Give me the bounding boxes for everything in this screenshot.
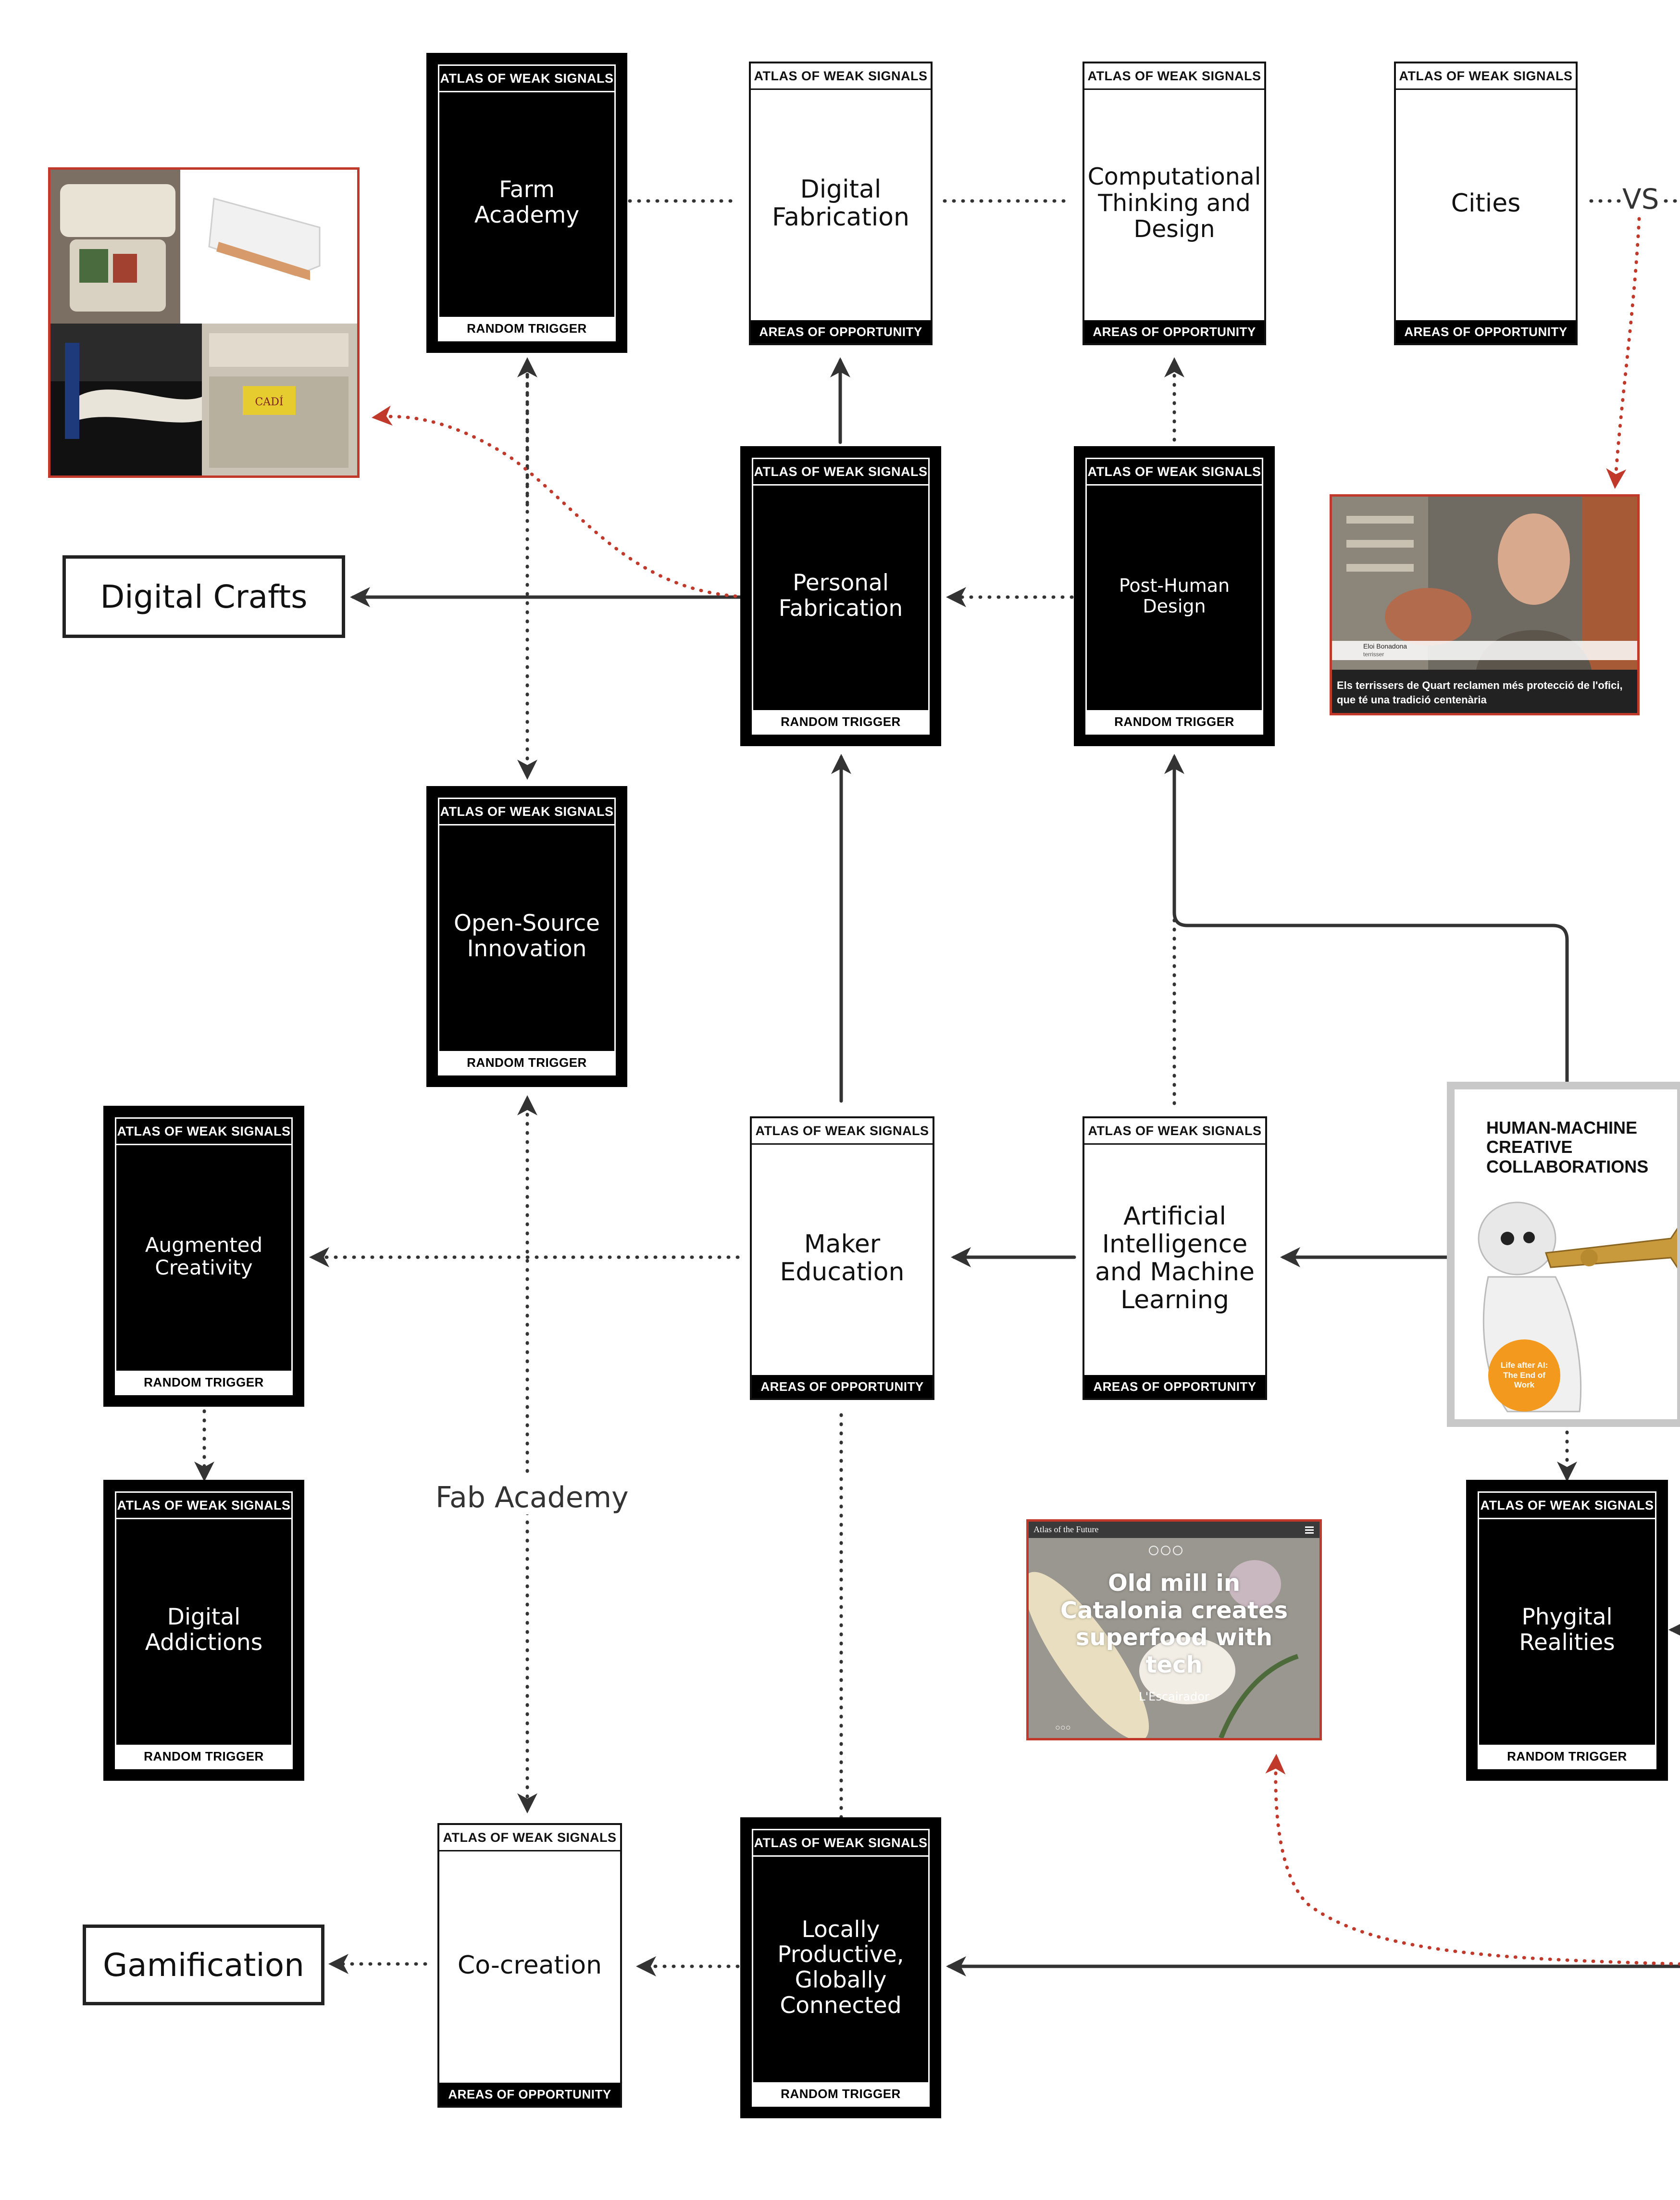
card-header: ATLAS OF WEAK SIGNALS — [439, 66, 614, 92]
news-frame: Eloi Bonadona terrisser — [1332, 497, 1637, 713]
card-title: Locally Productive, Globally Connected — [777, 1916, 904, 2019]
image-article-old-mill: Atlas of the Future Old mill in Cataloni… — [1026, 1519, 1322, 1740]
card-footer: RANDOM TRIGGER — [753, 710, 928, 733]
card-title: Phygital Realities — [1519, 1604, 1615, 1656]
card-title: Post-Human Design — [1119, 575, 1230, 617]
card-footer: RANDOM TRIGGER — [439, 317, 614, 340]
link-right-article — [1265, 1754, 1680, 1966]
card-footer: AREAS OF OPPORTUNITY — [1084, 1375, 1265, 1398]
box-gamification[interactable]: Gamification — [83, 1925, 324, 2005]
card-footer: RANDOM TRIGGER — [116, 1745, 291, 1768]
link-hm-posthuman — [1164, 754, 1569, 1084]
card-header: ATLAS OF WEAK SIGNALS — [1087, 459, 1262, 486]
card-personal-fabrication[interactable]: ATLAS OF WEAK SIGNALS Personal Fabricati… — [740, 446, 941, 746]
card-header: ATLAS OF WEAK SIGNALS — [753, 1830, 928, 1857]
card-footer: RANDOM TRIGGER — [753, 2082, 928, 2105]
card-header: ATLAS OF WEAK SIGNALS — [752, 1118, 933, 1145]
card-header: ATLAS OF WEAK SIGNALS — [439, 1825, 620, 1851]
card-header: ATLAS OF WEAK SIGNALS — [116, 1119, 291, 1145]
card-footer: AREAS OF OPPORTUNITY — [752, 1375, 933, 1398]
card-computational-thinking[interactable]: ATLAS OF WEAK SIGNALS Computational Thin… — [1083, 62, 1266, 345]
article-subtitle: L'Escairador — [1139, 1690, 1209, 1703]
fridge-illustration: CADÍ — [50, 170, 357, 475]
card-title: Computational Thinking and Design — [1087, 162, 1261, 243]
card-human-machine[interactable]: HUMAN-MACHINE CREATIVE COLLABORATIONS Li… — [1447, 1082, 1680, 1427]
card-open-source-innovation[interactable]: ATLAS OF WEAK SIGNALS Open-Source Innova… — [426, 786, 627, 1087]
card-ai-ml[interactable]: ATLAS OF WEAK SIGNALS Artificial Intelli… — [1083, 1116, 1267, 1400]
card-title: Open-Source Innovation — [454, 910, 600, 962]
card-footer: RANDOM TRIGGER — [116, 1371, 291, 1394]
card-augmented-creativity[interactable]: ATLAS OF WEAK SIGNALS Augmented Creativi… — [103, 1106, 304, 1407]
card-title: Digital Addictions — [145, 1604, 263, 1656]
card-title: Augmented Creativity — [145, 1233, 263, 1279]
card-title: Co-creation — [457, 1950, 602, 1980]
hm-title: HUMAN-MACHINE CREATIVE COLLABORATIONS — [1486, 1118, 1649, 1176]
fridge-brand-label: CADÍ — [255, 395, 283, 408]
card-title: Cities — [1451, 188, 1521, 218]
card-header: ATLAS OF WEAK SIGNALS — [1084, 63, 1264, 90]
card-digital-fabrication[interactable]: ATLAS OF WEAK SIGNALS Digital Fabricatio… — [749, 62, 933, 345]
robot-trumpet-illustration — [1478, 1201, 1677, 1412]
article-photo — [1029, 1522, 1319, 1738]
card-title: Digital Fabrication — [772, 175, 909, 232]
card-maker-education[interactable]: ATLAS OF WEAK SIGNALS Maker Education AR… — [750, 1116, 934, 1400]
label-fab-academy: Fab Academy — [433, 1481, 632, 1514]
card-header: ATLAS OF WEAK SIGNALS — [1396, 63, 1576, 90]
article-site-name: Atlas of the Future — [1033, 1525, 1099, 1534]
card-locally-productive[interactable]: ATLAS OF WEAK SIGNALS Locally Productive… — [740, 1817, 941, 2118]
card-post-human-design[interactable]: ATLAS OF WEAK SIGNALS Post-Human Design … — [1074, 446, 1275, 746]
card-footer: AREAS OF OPPORTUNITY — [751, 320, 931, 343]
label-vs: VS — [1622, 183, 1659, 215]
card-footer: AREAS OF OPPORTUNITY — [1396, 320, 1576, 343]
card-digital-addictions[interactable]: ATLAS OF WEAK SIGNALS Digital Addictions… — [103, 1480, 304, 1781]
article-headline: Old mill in Catalonia creates superfood … — [1060, 1570, 1288, 1678]
card-title: Personal Fabrication — [778, 570, 903, 622]
card-phygital-realities[interactable]: ATLAS OF WEAK SIGNALS Phygital Realities… — [1466, 1480, 1668, 1781]
card-title: Farm Academy — [474, 176, 580, 228]
card-header: ATLAS OF WEAK SIGNALS — [1479, 1493, 1655, 1519]
card-header: ATLAS OF WEAK SIGNALS — [753, 459, 928, 486]
card-header: ATLAS OF WEAK SIGNALS — [1084, 1118, 1265, 1145]
hm-badge: Life after AI: The End of Work — [1488, 1339, 1560, 1412]
hm-badge-text: Life after AI: The End of Work — [1500, 1361, 1548, 1390]
box-digital-crafts[interactable]: Digital Crafts — [62, 555, 345, 638]
card-footer: RANDOM TRIGGER — [439, 1051, 614, 1074]
card-footer: RANDOM TRIGGER — [1087, 710, 1262, 733]
card-header: ATLAS OF WEAK SIGNALS — [439, 799, 614, 825]
card-cities[interactable]: ATLAS OF WEAK SIGNALS Cities AREAS OF OP… — [1394, 62, 1578, 345]
news-caption: Els terrissers de Quart reclamen més pro… — [1337, 679, 1623, 706]
link-vs-news — [1606, 217, 1641, 489]
card-co-creation[interactable]: ATLAS OF WEAK SIGNALS Co-creation AREAS … — [437, 1823, 622, 2108]
news-lower-third-name: Eloi Bonadona — [1363, 642, 1407, 650]
article-share-icons[interactable]: ○○○ — [1055, 1723, 1071, 1732]
card-footer: AREAS OF OPPORTUNITY — [1084, 320, 1264, 343]
card-header: ATLAS OF WEAK SIGNALS — [751, 63, 931, 90]
image-news-potter: Eloi Bonadona terrisser Els terrissers d… — [1330, 494, 1640, 715]
card-farm-academy[interactable]: ATLAS OF WEAK SIGNALS Farm Academy RANDO… — [426, 53, 627, 353]
card-title: Artificial Intelligence and Machine Lear… — [1095, 1201, 1255, 1315]
news-lower-third-role: terrisser — [1363, 651, 1384, 658]
card-title: Maker Education — [780, 1229, 905, 1287]
card-header: ATLAS OF WEAK SIGNALS — [116, 1493, 291, 1519]
image-fridge-3d-print: CADÍ — [48, 167, 360, 478]
card-footer: AREAS OF OPPORTUNITY — [439, 2083, 620, 2106]
card-footer: RANDOM TRIGGER — [1479, 1745, 1655, 1768]
link-personal-fridge — [372, 405, 737, 598]
